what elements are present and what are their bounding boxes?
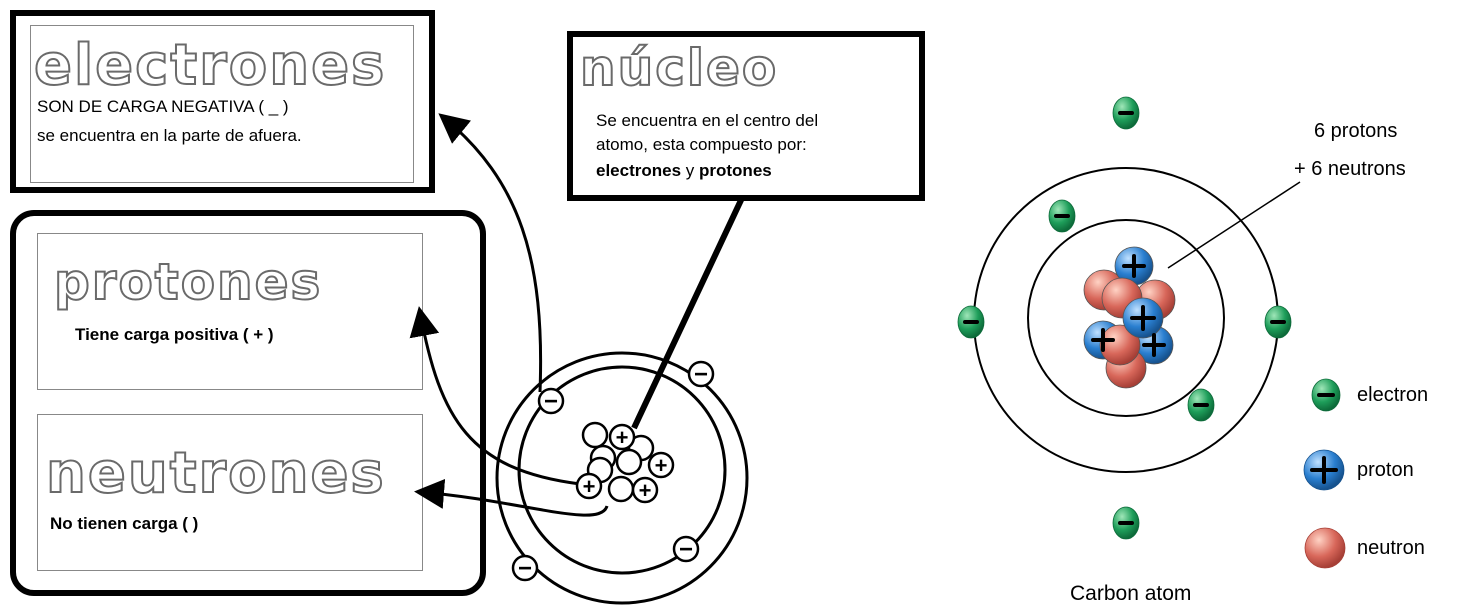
electrones-line2: se encuentra en la parte de afuera.: [37, 126, 302, 145]
legend-neutron-label: neutron: [1357, 537, 1425, 559]
carbon-proton-sign: [1122, 254, 1146, 278]
left-proton-sign: +: [616, 425, 629, 450]
left-proton-sign: +: [583, 474, 596, 499]
left-electron-sign: −: [518, 555, 532, 582]
left-outer-orbit: [495, 351, 749, 605]
carbon-caption: Carbon atom: [1070, 582, 1192, 605]
neutrones-title: neutrones: [45, 441, 386, 506]
carbon-proton-sign: [1142, 333, 1166, 357]
carbon-annotation-line2: + 6 neutrons: [1294, 158, 1406, 180]
nucleo-line3: electrones y protones: [596, 160, 772, 181]
left-electron: [672, 535, 700, 563]
nucleo-title: núcleo: [579, 39, 779, 97]
left-atom-diagram: + + + + − − − −: [409, 113, 749, 605]
left-proton: [647, 451, 675, 479]
nucleo-electrones-word: electrones: [596, 161, 682, 180]
carbon-proton-sign: [1130, 305, 1156, 331]
carbon-annotation-line: [1167, 181, 1301, 269]
carbon-inner-orbit: [1027, 219, 1225, 417]
left-proton-sign: +: [655, 453, 668, 478]
legend-neutron-icon: [1304, 527, 1346, 569]
left-neutron: [607, 475, 635, 503]
carbon-proton-sign: [1091, 328, 1115, 352]
legend-electron-label: electron: [1357, 384, 1429, 406]
protones-text: Tiene carga positiva ( + ): [75, 325, 274, 344]
left-proton: [631, 476, 659, 504]
nucleo-pointer-line: [631, 196, 745, 430]
nucleo-line1: Se encuentra en el centro del: [596, 111, 819, 130]
left-neutron: [581, 421, 609, 449]
arrow-to-electrones: [438, 113, 543, 393]
left-electron-sign: −: [694, 361, 708, 388]
protones-title: protones: [53, 253, 323, 311]
legend-icons: [1303, 378, 1346, 569]
carbon-annotation-line1: 6 protons: [1314, 120, 1398, 142]
arrow-to-neutrones: [414, 478, 609, 517]
left-proton: [608, 423, 636, 451]
left-electron-sign: −: [679, 536, 693, 563]
left-electron: [511, 554, 539, 582]
left-nucleus: [575, 421, 675, 504]
electrones-inner-box: [30, 25, 414, 183]
carbon-nucleus: [1083, 246, 1176, 389]
neutrones-text: No tienen carga ( ): [50, 514, 199, 533]
carbon-atom-diagram: [957, 96, 1346, 569]
electrones-line1: SON DE CARGA NEGATIVA ( _ ): [37, 97, 289, 116]
nucleo-box: [567, 31, 925, 201]
left-electron: [687, 360, 715, 388]
left-proton: [575, 472, 603, 500]
left-proton-sign: +: [639, 478, 652, 503]
left-electron: [537, 387, 565, 415]
left-neutron: [615, 448, 643, 476]
neutrones-inner-box: [37, 414, 423, 571]
legend-proton-sign: [1310, 456, 1338, 484]
nucleo-protones-word: protones: [699, 161, 772, 180]
legend-proton-label: proton: [1357, 459, 1414, 481]
left-electron-sign: −: [544, 388, 558, 415]
carbon-neutron: [1099, 324, 1141, 366]
nucleo-joiner: y: [681, 161, 699, 180]
arrow-to-protones: [409, 306, 581, 486]
electrones-title: electrones: [33, 33, 387, 98]
nucleo-line2: atomo, esta compuesto por:: [596, 135, 807, 154]
